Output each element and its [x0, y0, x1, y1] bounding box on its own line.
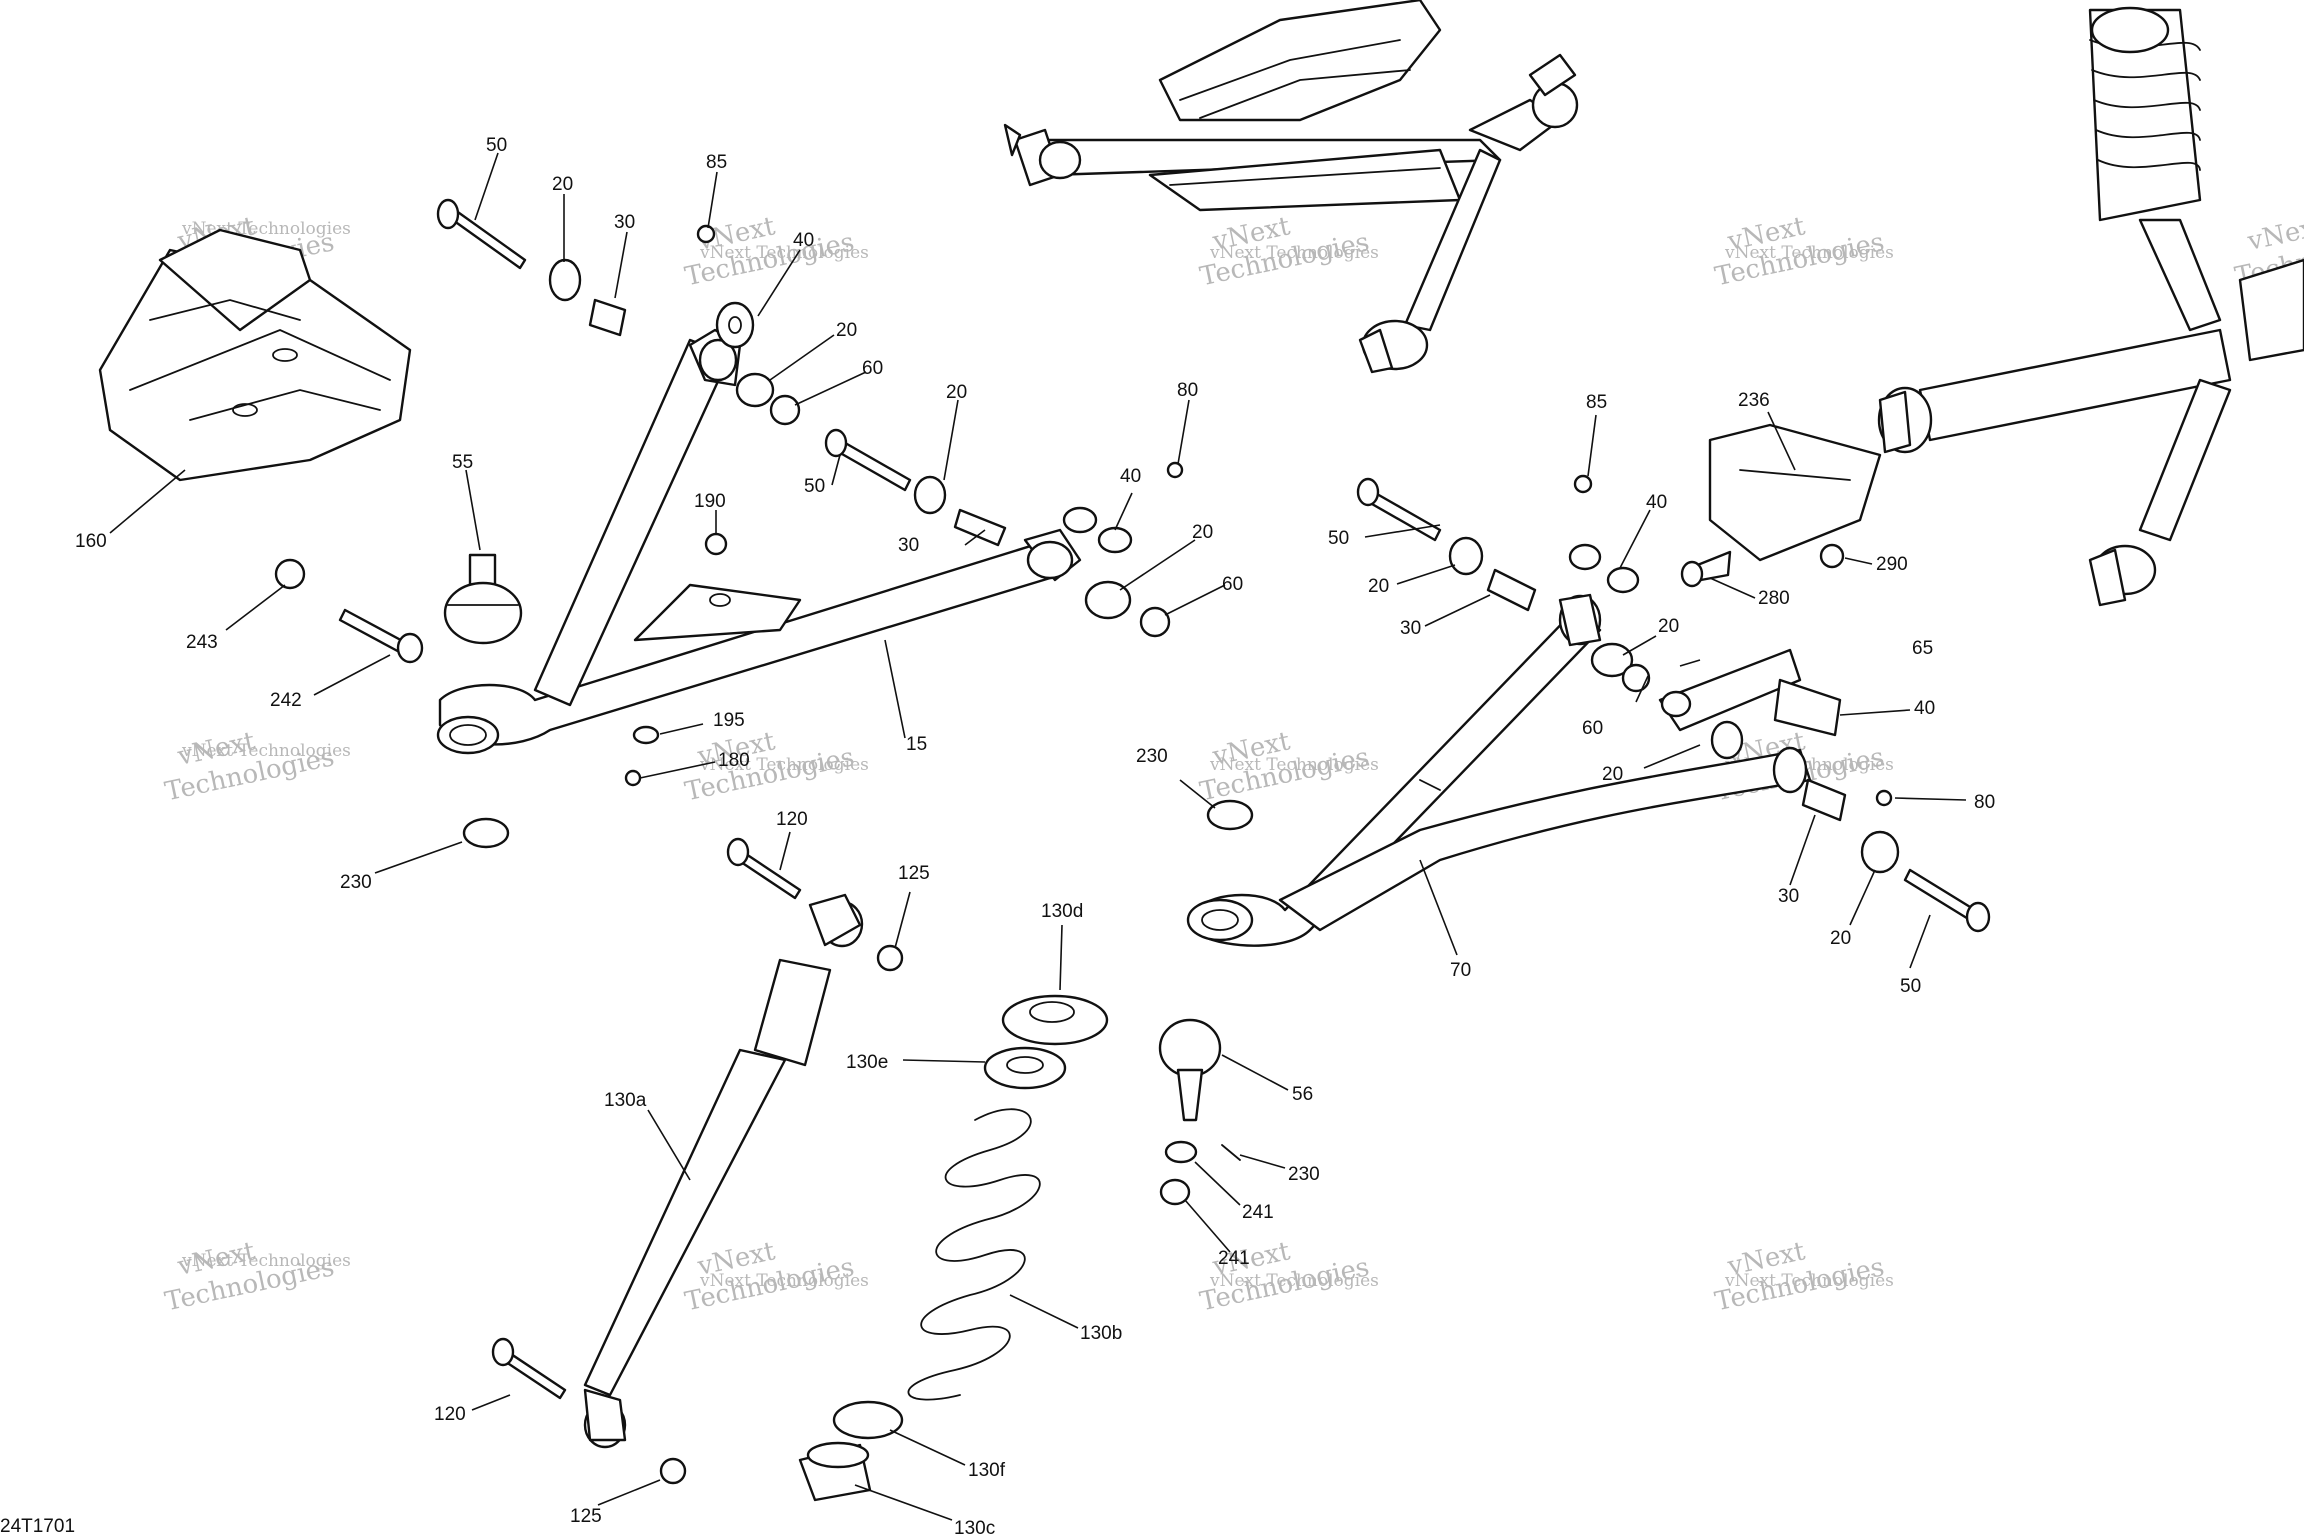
callout-20: 20	[552, 174, 573, 195]
callout-241: 241	[1242, 1202, 1274, 1223]
callout-290: 290	[1876, 554, 1908, 575]
callout-40: 40	[793, 230, 814, 251]
callout-242: 242	[270, 690, 302, 711]
watermark: vNext Technologies	[1209, 1271, 1379, 1291]
watermark: vNext Technologies	[1197, 1236, 1372, 1317]
watermark: vNext Technologies	[1724, 1271, 1894, 1291]
callout-125: 125	[570, 1506, 602, 1527]
callout-55: 55	[452, 452, 473, 473]
callout-65: 65	[1912, 638, 1933, 659]
upper-arm-hardware	[274, 198, 1184, 849]
callout-15: 15	[906, 734, 927, 755]
part-160-skid-plate	[98, 228, 412, 482]
callout-80: 80	[1177, 380, 1198, 401]
callout-230: 230	[340, 872, 372, 893]
callout-60: 60	[1222, 574, 1243, 595]
watermark: vNext Technologies	[682, 1236, 857, 1317]
callout-130c: 130c	[954, 1518, 995, 1536]
callout-243: 243	[186, 632, 218, 653]
callout-130d: 130d	[1041, 901, 1083, 922]
diagram-code: 24T1701	[0, 1516, 75, 1536]
callout-180: 180	[718, 750, 750, 771]
callout-50: 50	[804, 476, 825, 497]
watermark: vNext Technologies	[699, 243, 869, 263]
callout-20: 20	[1830, 928, 1851, 949]
callout-56: 56	[1292, 1084, 1313, 1105]
callout-80: 80	[1974, 792, 1995, 813]
callout-85: 85	[706, 152, 727, 173]
watermark: vNext Technologies	[181, 1251, 351, 1271]
callout-50: 50	[486, 135, 507, 156]
assembled-shock-inset	[1877, 6, 2304, 607]
callout-280: 280	[1758, 588, 1790, 609]
callout-160: 160	[75, 531, 107, 552]
part-15-a-arm	[436, 328, 1082, 755]
callout-50: 50	[1900, 976, 1921, 997]
part-130a-shock	[491, 837, 904, 1485]
assembled-arm-inset	[1003, 0, 1579, 374]
callout-130b: 130b	[1080, 1323, 1122, 1344]
callout-20: 20	[1658, 616, 1679, 637]
watermark: vNext Technologies	[1712, 1236, 1887, 1317]
callout-40: 40	[1120, 466, 1141, 487]
callout-230: 230	[1136, 746, 1168, 767]
callout-120: 120	[434, 1404, 466, 1425]
callout-230: 230	[1288, 1164, 1320, 1185]
watermark: vNext Technologies	[181, 741, 351, 761]
watermark: vNext Technologies	[699, 755, 869, 775]
callout-60: 60	[862, 358, 883, 379]
callout-60: 60	[1582, 718, 1603, 739]
callout-85: 85	[1586, 392, 1607, 413]
callout-20: 20	[1602, 764, 1623, 785]
callout-190: 190	[694, 491, 726, 512]
part-130b-spring	[798, 994, 1109, 1502]
callout-241: 241	[1218, 1248, 1250, 1269]
callout-130f: 130f	[968, 1460, 1006, 1481]
callout-40: 40	[1914, 698, 1935, 719]
watermarks: vNext Technologies vNext Technologies vN…	[162, 211, 2304, 1317]
lower-arm-hardware	[1206, 423, 1991, 933]
callout-30: 30	[898, 535, 919, 556]
callout-40: 40	[1646, 492, 1667, 513]
callout-236: 236	[1738, 390, 1770, 411]
watermark: vNext Technologies	[1724, 243, 1894, 263]
callout-20: 20	[1192, 522, 1213, 543]
callout-20: 20	[836, 320, 857, 341]
callout-125: 125	[898, 863, 930, 884]
callout-120: 120	[776, 809, 808, 830]
callout-130a: 130a	[604, 1090, 647, 1111]
callout-195: 195	[713, 710, 745, 731]
callout-labels: 50 20 30 85 40 20 60 160 55 20 80 50 40 …	[75, 135, 1995, 1536]
callout-30: 30	[614, 212, 635, 233]
watermark: vNext Technologies	[1209, 243, 1379, 263]
callout-20: 20	[946, 382, 967, 403]
leader-lines	[109, 152, 1967, 1521]
part-70-a-arm	[1186, 593, 1812, 947]
callout-50: 50	[1328, 528, 1349, 549]
callout-130e: 130e	[846, 1052, 888, 1073]
callout-70: 70	[1450, 960, 1471, 981]
callout-20: 20	[1368, 576, 1389, 597]
callout-30: 30	[1400, 618, 1421, 639]
watermark: vNext Technologies	[699, 1271, 869, 1291]
watermark: vNext Technologies	[1209, 755, 1379, 775]
part-56-ball-joint	[1158, 1018, 1241, 1206]
callout-30: 30	[1778, 886, 1799, 907]
